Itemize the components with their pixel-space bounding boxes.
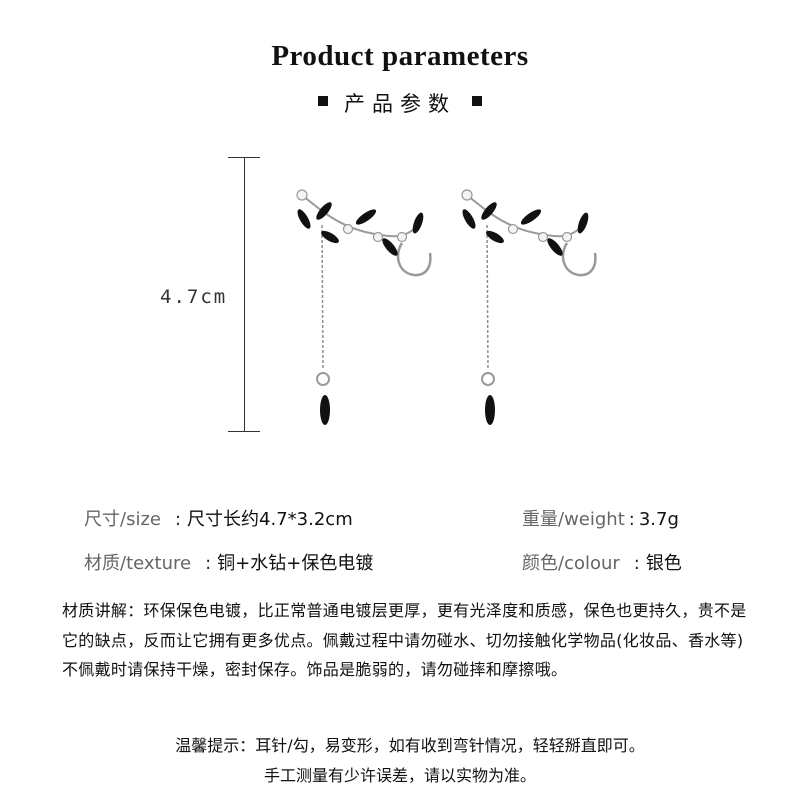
page-title: Product parameters (271, 40, 529, 72)
spec-colour-value: 银色 (645, 553, 682, 574)
spec-colour: 颜色/colour:银色 (522, 549, 682, 575)
square-bullet-icon (472, 96, 482, 106)
spec-size-value: 尺寸长约4.7*3.2cm (187, 509, 353, 530)
spec-separator: : (628, 509, 635, 530)
measurement-note: 手工测量有少许误差，请以实物为准。 (263, 766, 536, 785)
earring-image-left (290, 185, 440, 434)
warm-tip: 温馨提示：耳针/勾，易变形，如有收到弯针情况，轻轻掰直即可。 (175, 736, 645, 755)
spec-separator: : (205, 553, 212, 574)
dimension-cap-bottom (228, 431, 260, 432)
dimension-label: 4.7cm (160, 286, 228, 308)
material-description: 材质讲解：环保保色电镀，比正常普通电镀层更厚，更有光泽度和质感，保色也更持久，贵… (62, 601, 747, 679)
spec-weight: 重量/weight:3.7g (522, 505, 679, 531)
spec-size: 尺寸/size:尺寸长约4.7*3.2cm (84, 505, 353, 531)
spec-texture-value: 铜+水钻+保色电镀 (217, 553, 374, 574)
spec-weight-key: 重量/weight (522, 509, 625, 530)
spec-separator: : (174, 509, 182, 530)
spec-size-key: 尺寸/size (84, 509, 161, 530)
subtitle-row: 产品参数 (0, 88, 800, 118)
subtitle: 产品参数 (344, 92, 456, 116)
dimension-line (244, 157, 245, 431)
spec-colour-key: 颜色/colour (522, 553, 620, 574)
square-bullet-icon (318, 96, 328, 106)
spec-texture-key: 材质/texture (84, 553, 192, 574)
spec-weight-value: 3.7g (638, 509, 679, 530)
spec-separator: : (633, 553, 640, 574)
earring-image-right (455, 185, 605, 434)
spec-texture: 材质/texture:铜+水钻+保色电镀 (84, 549, 373, 575)
